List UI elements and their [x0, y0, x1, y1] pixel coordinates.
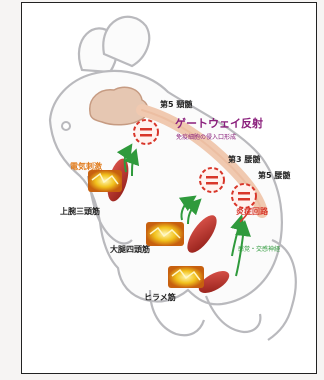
label-l3-segment: 第3 腰髄: [228, 156, 260, 164]
electric-bolt-1: [88, 170, 122, 192]
electric-bolt-3: [168, 266, 204, 288]
label-electric-stimulation: 電気刺激: [70, 163, 102, 171]
label-l5-segment: 第5 腰髄: [258, 172, 290, 180]
electric-bolt-2: [146, 222, 184, 246]
label-gateway-reflex: ゲートウェイ反射: [175, 118, 263, 129]
gateway-site-c5: [134, 120, 158, 144]
gateway-site-l5: [232, 184, 256, 208]
eye-icon: [62, 122, 70, 130]
label-c5-segment: 第5 頸髄: [160, 101, 192, 109]
label-inflammatory-circuit: 炎症回路: [236, 208, 268, 216]
gateway-site-l3: [200, 168, 224, 192]
label-gateway-subtitle: 免疫細胞の侵入口形成: [176, 135, 236, 141]
label-triceps: 上腕三頭筋: [60, 208, 100, 216]
label-soleus: ヒラメ筋: [144, 294, 176, 302]
label-sensory-nerve: 感覚・交感神経: [238, 247, 280, 253]
label-quadriceps: 大腿四頭筋: [110, 246, 150, 254]
